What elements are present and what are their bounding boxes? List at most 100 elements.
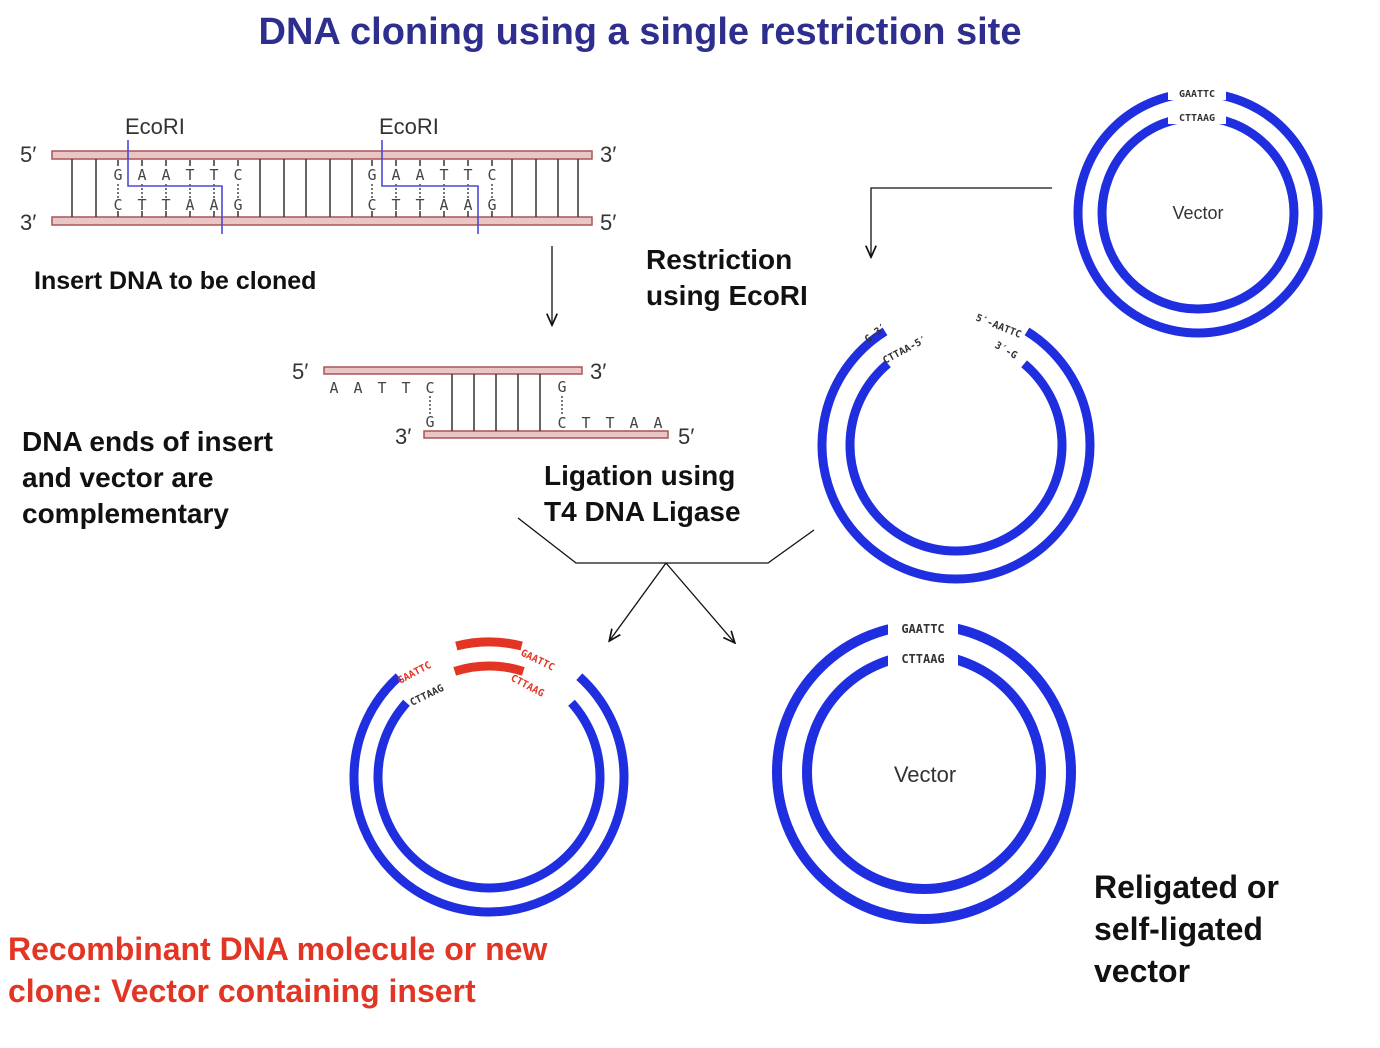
site-base-top: A [415,166,424,184]
site-base-bottom: T [415,196,424,214]
vector-plasmid-cut: G-3′ CTTAA-5′ 5′-AATTC 3′-G [817,313,1095,584]
insert-end-bottom-left: 3′ [20,210,36,235]
religated-label-line3: vector [1094,953,1190,989]
complementary-label-line1: DNA ends of insert [22,426,273,457]
site-base-top: T [463,166,472,184]
overhang-base-bottom: C [557,414,566,432]
recombinant-left-inner: CTTAAG [408,683,445,709]
site-base-top: A [161,166,170,184]
site-base-bottom: C [367,196,376,214]
recombinant-inner-ring [373,699,605,893]
ecori-label-right: EcoRI [379,114,439,139]
arrow-to-recombinant [610,562,667,640]
vector-top-site-outer: GAATTC [1179,89,1215,100]
site-base-bottom: C [113,196,122,214]
restriction-label-line1: Restriction [646,244,792,275]
vector-plasmid-top: GAATTC CTTAAG Vector [1073,86,1323,338]
religated-label-line2: self-ligated [1094,911,1263,947]
insert-end-bottom-right: 5′ [600,210,616,235]
fragment-rungs [451,374,541,431]
site-base-bottom: T [161,196,170,214]
ligation-label-line1: Ligation using [544,460,735,491]
site-base-top: T [439,166,448,184]
vector-cut-left-inner: CTTAA-5′ [881,334,929,366]
overhang-base-top: A [353,379,362,397]
fragment-base-g-right: G [557,378,566,396]
religated-vector-label: Vector [894,762,956,787]
site-base-bottom: G [233,196,242,214]
ligation-bracket [517,517,815,564]
site-base-top: T [185,166,194,184]
insert-top-strand [51,150,593,160]
overhang-base-top: A [329,379,338,397]
vector-cut-inner-ring [845,360,1067,556]
page-title: DNA cloning using a single restriction s… [259,11,1022,53]
ligation-label-line2: T4 DNA Ligase [544,496,741,527]
fragment-top-strand [323,366,583,375]
site-base-top: C [233,166,242,184]
overhang-base-bottom: T [581,414,590,432]
fragment-end-bottom-right: 5′ [678,424,694,449]
fragment-end-bottom-left: 3′ [395,424,411,449]
recombinant-right-inner: CTTAAG [509,673,546,700]
religated-label-line1: Religated or [1094,869,1279,905]
fragment-end-top-right: 3′ [590,359,606,384]
overhang-base-bottom: T [605,414,614,432]
insert-rungs [71,159,579,217]
vector-top-label: Vector [1172,203,1223,223]
vector-top-site-inner: CTTAAG [1179,113,1215,124]
recombinant-label-line2: clone: Vector containing insert [8,973,476,1009]
restriction-label-line2: using EcoRI [646,280,808,311]
recombinant-plasmid: GAATTC CTTAAG GAATTC CTTAAG [349,637,629,917]
ecori-cut-line-left [127,140,223,234]
fragment-bottom-strand [423,430,669,439]
insert-segment-outer [455,637,523,651]
recombinant-label-line1: Recombinant DNA molecule or new [8,931,547,967]
ecori-cut-line-right [381,140,479,234]
recombinant-right-outer: GAATTC [519,648,556,674]
arrow-to-religated [665,562,734,642]
religated-site-inner: CTTAAG [901,652,944,666]
site-base-top: C [487,166,496,184]
site-base-bottom: A [439,196,448,214]
site-base-top: A [137,166,146,184]
site-base-top: G [367,166,376,184]
site-base-top: G [113,166,122,184]
site-base-bottom: A [185,196,194,214]
overhang-base-top: C [425,379,434,397]
recombinant-left-outer: GAATTC [396,660,433,687]
site-base-bottom: G [487,196,496,214]
religated-site-outer: GAATTC [901,622,944,636]
insert-end-top-right: 3′ [600,142,616,167]
recombinant-outer-ring [349,673,629,917]
vector-cut-outer-ring [817,327,1095,584]
overhang-base-bottom: A [629,414,638,432]
insert-bottom-strand [51,216,593,226]
arrow-vector-to-cut [871,187,1052,256]
site-base-bottom: T [137,196,146,214]
fragment-end-top-left: 5′ [292,359,308,384]
overhang-base-top: T [377,379,386,397]
overhang-base-top: T [401,379,410,397]
complementary-label-line3: complementary [22,498,229,529]
insert-segment-inner [453,661,525,676]
complementary-label-line2: and vector are [22,462,213,493]
vector-cut-right-outer: 5′-AATTC [974,313,1023,341]
insert-end-top-left: 5′ [20,142,36,167]
insert-caption: Insert DNA to be cloned [34,267,316,295]
site-base-top: T [209,166,218,184]
site-base-bottom: A [209,196,218,214]
overhang-base-bottom: A [653,414,662,432]
ecori-label-left: EcoRI [125,114,185,139]
vector-plasmid-religated: GAATTC CTTAAG Vector [772,620,1076,924]
site-base-top: A [391,166,400,184]
site-base-bottom: T [391,196,400,214]
vector-cut-right-inner: 3′-G [993,340,1019,362]
fragment-base-g-left: G [425,413,434,431]
site-base-bottom: A [463,196,472,214]
